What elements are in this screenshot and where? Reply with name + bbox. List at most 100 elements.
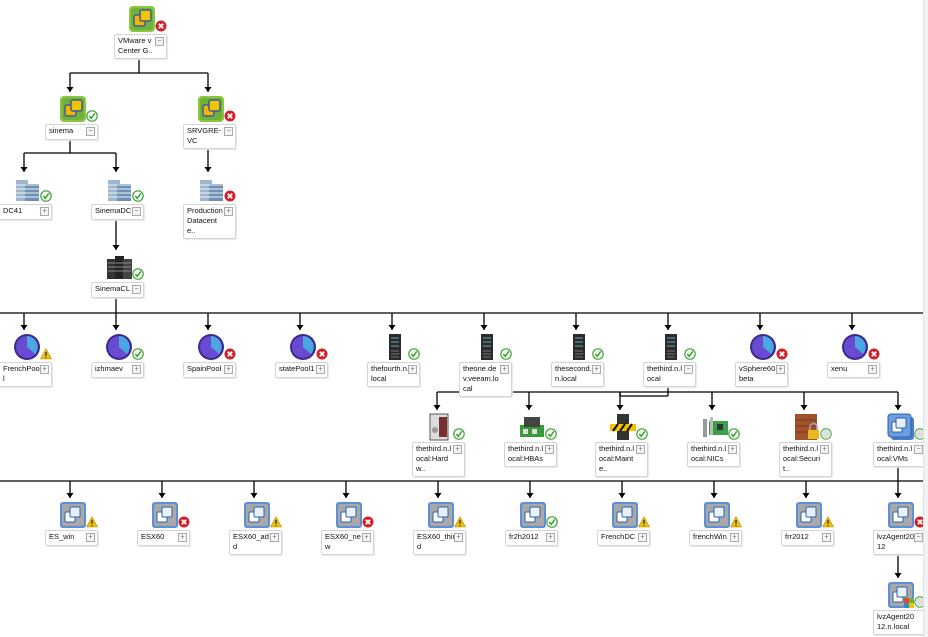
collapse-button[interactable]: − (86, 127, 95, 136)
cluster-icon[interactable] (105, 253, 133, 281)
node-label-box[interactable]: SinemaCL− (91, 282, 144, 298)
node-label-box[interactable]: frr2012+ (781, 530, 834, 546)
node-label-box[interactable]: thethird.n.local:Hardw..+ (412, 442, 465, 477)
vms-icon[interactable] (887, 413, 915, 441)
node-label-box[interactable]: Production Datacente..+ (183, 204, 236, 239)
vcenter-icon[interactable] (197, 95, 225, 123)
datacenter-icon[interactable] (13, 175, 41, 203)
expand-button[interactable]: + (132, 365, 141, 374)
node-label-box[interactable]: DC41+ (0, 204, 52, 220)
expand-button[interactable]: + (638, 533, 647, 542)
collapse-button[interactable]: − (155, 37, 164, 46)
collapse-button[interactable]: − (684, 365, 693, 374)
node-label-box[interactable]: ESX60_third+ (413, 530, 466, 555)
node-label-box[interactable]: FrenchPool+ (0, 362, 52, 387)
node-label-box[interactable]: SRVGRE-VC− (183, 124, 236, 149)
host-icon[interactable] (565, 333, 593, 361)
vertical-scrollbar[interactable] (923, 0, 928, 637)
datacenter-icon[interactable] (105, 175, 133, 203)
expand-button[interactable]: + (546, 533, 555, 542)
host-icon[interactable] (657, 333, 685, 361)
node-label-box[interactable]: xenu+ (827, 362, 880, 378)
maintenance-icon[interactable] (609, 413, 637, 441)
node-label-box[interactable]: fr2h2012+ (505, 530, 558, 546)
collapse-button[interactable]: − (224, 127, 233, 136)
vm-windows-icon[interactable] (887, 581, 915, 609)
node-label-box[interactable]: SinemaDC− (91, 204, 144, 220)
node-label-box[interactable]: lvzAgent2012− (873, 530, 926, 555)
expand-button[interactable]: + (776, 365, 785, 374)
vm-icon[interactable] (427, 501, 455, 529)
node-label-box[interactable]: thesecond.n.local+ (551, 362, 604, 387)
collapse-button[interactable]: − (132, 285, 141, 294)
node-label-box[interactable]: ES_win+ (45, 530, 98, 546)
node-label-box[interactable]: VMware vCenter G..− (114, 34, 167, 59)
node-label-box[interactable]: izhmaev+ (91, 362, 144, 378)
expand-button[interactable]: + (270, 533, 279, 542)
security-icon[interactable] (793, 413, 821, 441)
pool-icon[interactable] (749, 333, 777, 361)
expand-button[interactable]: + (224, 207, 233, 216)
expand-button[interactable]: + (868, 365, 877, 374)
node-label-box[interactable]: thethird.n.local:VMs− (873, 442, 926, 467)
node-label-box[interactable]: lvzAgent2012.n.local (873, 610, 926, 635)
node-label-box[interactable]: thethird.n.local:Mainte..+ (595, 442, 648, 477)
node-label-box[interactable]: FrenchDC+ (597, 530, 650, 546)
node-label-box[interactable]: frenchWin+ (689, 530, 742, 546)
collapse-button[interactable]: − (914, 445, 923, 454)
vm-icon[interactable] (243, 501, 271, 529)
expand-button[interactable]: + (636, 445, 645, 454)
hba-icon[interactable] (518, 413, 546, 441)
node-label-box[interactable]: ESX60+ (137, 530, 190, 546)
expand-button[interactable]: + (454, 533, 463, 542)
pool-icon[interactable] (105, 333, 133, 361)
vm-icon[interactable] (795, 501, 823, 529)
expand-button[interactable]: + (592, 365, 601, 374)
expand-button[interactable]: + (545, 445, 554, 454)
hardware-icon[interactable] (426, 413, 454, 441)
node-label-box[interactable]: ESX60_new+ (321, 530, 374, 555)
expand-button[interactable]: + (453, 445, 462, 454)
pool-icon[interactable] (841, 333, 869, 361)
node-label-box[interactable]: thethird.n.local:HBAs+ (504, 442, 557, 467)
node-label-box[interactable]: statePool1+ (275, 362, 328, 378)
node-label-box[interactable]: thethird.n.local:Securit..+ (779, 442, 832, 477)
vm-icon[interactable] (611, 501, 639, 529)
vcenter-icon[interactable] (59, 95, 87, 123)
expand-button[interactable]: + (40, 207, 49, 216)
expand-button[interactable]: + (730, 533, 739, 542)
node-label-box[interactable]: SpainPool+ (183, 362, 236, 378)
node-label-box[interactable]: theone.dev.veeam.local+ (459, 362, 512, 397)
expand-button[interactable]: + (224, 365, 233, 374)
pool-icon[interactable] (13, 333, 41, 361)
node-label-box[interactable]: thethird.n.local:NICs+ (687, 442, 740, 467)
vm-icon[interactable] (151, 501, 179, 529)
expand-button[interactable]: + (178, 533, 187, 542)
nic-icon[interactable] (701, 413, 729, 441)
vcenter-icon[interactable] (128, 5, 156, 33)
datacenter-icon[interactable] (197, 175, 225, 203)
host-icon[interactable] (381, 333, 409, 361)
expand-button[interactable]: + (316, 365, 325, 374)
expand-button[interactable]: + (500, 365, 509, 374)
expand-button[interactable]: + (822, 533, 831, 542)
pool-icon[interactable] (197, 333, 225, 361)
node-label-box[interactable]: ESX60_add+ (229, 530, 282, 555)
expand-button[interactable]: + (86, 533, 95, 542)
collapse-button[interactable]: − (914, 533, 923, 542)
expand-button[interactable]: + (40, 365, 49, 374)
expand-button[interactable]: + (820, 445, 829, 454)
node-label-box[interactable]: thefourth.n.local+ (367, 362, 420, 387)
node-label-box[interactable]: vSphere60 beta+ (735, 362, 788, 387)
vm-icon[interactable] (703, 501, 731, 529)
vm-icon[interactable] (887, 501, 915, 529)
vm-icon[interactable] (59, 501, 87, 529)
vm-icon[interactable] (519, 501, 547, 529)
node-label-box[interactable]: sinema− (45, 124, 98, 140)
expand-button[interactable]: + (408, 365, 417, 374)
pool-icon[interactable] (289, 333, 317, 361)
collapse-button[interactable]: − (132, 207, 141, 216)
expand-button[interactable]: + (728, 445, 737, 454)
vm-icon[interactable] (335, 501, 363, 529)
node-label-box[interactable]: thethird.n.local− (643, 362, 696, 387)
